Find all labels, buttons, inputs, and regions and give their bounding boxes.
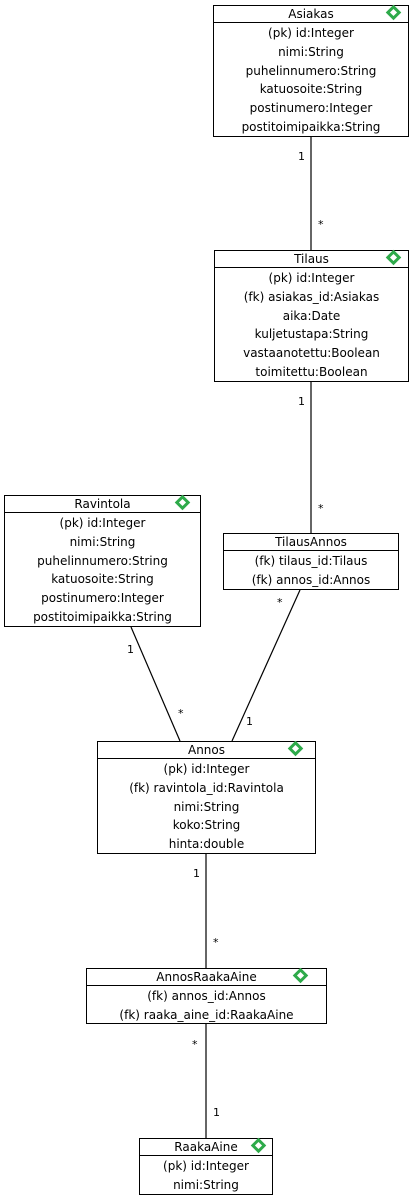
multiplicity-label: * xyxy=(277,596,283,609)
attribute: (fk) raaka_aine_id:RaakaAine xyxy=(119,1007,294,1022)
entity-header: Ravintola xyxy=(5,494,200,513)
multiplicity-label: * xyxy=(318,218,324,231)
line-tilausannos-annos xyxy=(231,589,301,742)
entity-ravintola: Ravintola (pk) id:Integer nimi:String pu… xyxy=(4,494,201,627)
entity-title: RaakaAine xyxy=(174,1140,238,1154)
attribute: katuosoite:String xyxy=(51,572,154,587)
line-ravintola-annos xyxy=(130,626,181,742)
entity-header: AnnosRaakaAine xyxy=(87,967,326,986)
attribute: (pk) id:Integer xyxy=(163,1159,249,1173)
key-diamond-icon xyxy=(385,4,402,21)
multiplicity-label: 1 xyxy=(298,150,305,163)
attribute: puhelinnumero:String xyxy=(37,553,168,568)
entity-title: Annos xyxy=(187,743,225,757)
entity-title: AnnosRaakaAine xyxy=(156,970,257,984)
entity-title: Asiakas xyxy=(288,7,334,21)
multiplicity-label: * xyxy=(318,502,324,515)
attribute: koko:String xyxy=(172,818,241,833)
entity-tilausannos: TilausAnnos (fk) tilaus_id:Tilaus (fk) a… xyxy=(223,533,399,590)
attribute: nimi:String xyxy=(69,534,136,549)
entity-asiakas: Asiakas (pk) id:Integer nimi:String puhe… xyxy=(213,4,409,137)
multiplicity-label: * xyxy=(192,1038,198,1051)
entity-annos: Annos (pk) id:Integer (fk) ravintola_id:… xyxy=(97,740,316,854)
attribute: kuljetustapa:String xyxy=(254,327,369,342)
attribute: vastaanotettu:Boolean xyxy=(243,346,380,361)
attribute: (fk) annos_id:Annos xyxy=(251,572,371,587)
multiplicity-label: * xyxy=(213,936,219,949)
attribute: (fk) tilaus_id:Tilaus xyxy=(254,554,368,568)
multiplicity-label: 1 xyxy=(246,715,253,728)
key-diamond-icon xyxy=(287,740,304,757)
multiplicity-label: * xyxy=(178,707,184,720)
attribute: postitoimipaikka:String xyxy=(241,119,381,134)
attribute: (pk) id:Integer xyxy=(163,762,250,776)
entity-title: Tilaus xyxy=(294,252,329,266)
entity-header: RaakaAine xyxy=(140,1137,272,1156)
entity-title: Ravintola xyxy=(74,497,131,511)
attribute: (fk) annos_id:Annos xyxy=(147,989,266,1003)
entity-title: TilausAnnos xyxy=(275,535,347,549)
entity-raakaaine: RaakaAine (pk) id:Integer nimi:String xyxy=(139,1137,273,1195)
attribute: postinumero:Integer xyxy=(41,591,164,606)
attribute: toimitettu:Boolean xyxy=(255,364,368,379)
multiplicity-label: 1 xyxy=(193,867,200,880)
attribute: puhelinnumero:String xyxy=(245,63,377,78)
entity-header: Asiakas xyxy=(214,4,408,23)
entity-header: TilausAnnos xyxy=(224,534,398,551)
attribute: (pk) id:Integer xyxy=(268,271,355,285)
multiplicity-label: 1 xyxy=(298,395,305,408)
attribute: (fk) ravintola_id:Ravintola xyxy=(129,780,284,795)
multiplicity-label: 1 xyxy=(213,1106,220,1119)
entity-tilaus: Tilaus (pk) id:Integer (fk) asiakas_id:A… xyxy=(214,249,409,382)
entity-header: Tilaus xyxy=(215,249,408,268)
attribute: aika:Date xyxy=(282,308,341,323)
attribute: katuosoite:String xyxy=(259,82,363,97)
key-diamond-icon xyxy=(250,1137,267,1154)
entity-header: Annos xyxy=(98,740,315,759)
attribute: nimi:String xyxy=(173,799,240,814)
key-diamond-icon xyxy=(385,249,402,266)
key-diamond-icon xyxy=(292,967,309,984)
attribute: hinta:double xyxy=(168,837,245,852)
entity-annosraakaaine: AnnosRaakaAine (fk) annos_id:Annos (fk) … xyxy=(86,967,327,1024)
attribute: nimi:String xyxy=(278,44,344,59)
multiplicity-label: 1 xyxy=(127,643,134,656)
attribute: (fk) asiakas_id:Asiakas xyxy=(243,289,380,304)
attribute: (pk) id:Integer xyxy=(59,516,146,530)
attribute: nimi:String xyxy=(173,1177,239,1192)
attribute: (pk) id:Integer xyxy=(268,26,354,40)
attribute: postinumero:Integer xyxy=(249,101,373,116)
attribute: postitoimipaikka:String xyxy=(33,609,172,624)
key-diamond-icon xyxy=(174,494,191,511)
